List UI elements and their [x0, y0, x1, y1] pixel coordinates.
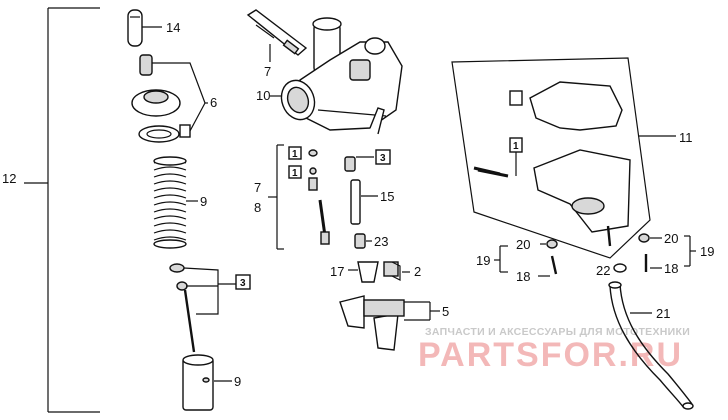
callout-17: 17 — [330, 264, 344, 279]
part-21-drain-tube — [608, 281, 694, 410]
part-9-spring — [153, 156, 198, 249]
callout-3-left: 3 — [240, 278, 246, 289]
watermark-brand: PARTSFOR.RU — [418, 336, 683, 374]
callout-3-mid: 3 — [380, 153, 386, 164]
callout-7-top: 7 — [264, 64, 271, 79]
box-marker-1: 1 — [292, 149, 298, 160]
callout-14: 14 — [166, 20, 180, 35]
box-marker-3: 1 — [513, 141, 519, 152]
part-5-float-assembly — [339, 295, 440, 351]
callout-21: 21 — [656, 306, 670, 321]
part-7-8-jet-group — [268, 144, 330, 250]
callout-9-spring: 9 — [200, 194, 207, 209]
callout-5: 5 — [442, 304, 449, 319]
callout-11: 11 — [679, 130, 693, 145]
part-1-bolt — [473, 166, 501, 176]
watermark: ЗАПЧАСТИ И АКСЕССУАРЫ ДЛЯ МОТОТЕХНИКИ PA… — [418, 326, 690, 374]
callout-18-left: 18 — [516, 269, 530, 284]
callout-12: 12 — [2, 171, 16, 186]
callout-15: 15 — [380, 189, 394, 204]
part-3-needle — [169, 263, 236, 353]
callout-19-right: 19 — [700, 244, 714, 259]
part-3-mid — [344, 156, 374, 172]
parts-20-19-18-right — [638, 233, 696, 272]
callout-2: 2 — [414, 264, 421, 279]
callout-22: 22 — [596, 263, 610, 278]
part-10-carburetor-body — [270, 17, 403, 135]
box-callout-3-left — [235, 274, 251, 290]
part-17-float — [348, 261, 410, 283]
callout-19-left: 19 — [476, 253, 490, 268]
part-11-float-chamber-group: 1 — [451, 57, 676, 259]
part-23 — [354, 233, 372, 249]
callout-9-valve: 9 — [234, 374, 241, 389]
box-callout-3-mid — [375, 149, 391, 165]
box-marker-2: 1 — [292, 168, 298, 179]
box-part-marker — [179, 124, 191, 138]
callout-20-right: 20 — [664, 231, 678, 246]
watermark-tagline: ЗАПЧАСТИ И АКСЕССУАРЫ ДЛЯ МОТОТЕХНИКИ — [425, 326, 690, 338]
callout-10: 10 — [256, 88, 270, 103]
callout-6: 6 — [210, 95, 217, 110]
bracket-12 — [24, 7, 100, 413]
callout-7-mid: 7 — [254, 180, 261, 195]
callout-20-left: 20 — [516, 237, 530, 252]
part-14-cap — [127, 9, 162, 47]
callout-23: 23 — [374, 234, 388, 249]
parts-19-20-18-left — [494, 239, 558, 277]
part-15-needle-jet — [350, 179, 378, 225]
part-22 — [613, 263, 627, 273]
part-7-tag — [246, 9, 308, 62]
part-6-top-cap — [131, 54, 208, 143]
callout-8: 8 — [254, 200, 261, 215]
part-9-throttle-valve — [182, 354, 232, 411]
callout-18-right: 18 — [664, 261, 678, 276]
